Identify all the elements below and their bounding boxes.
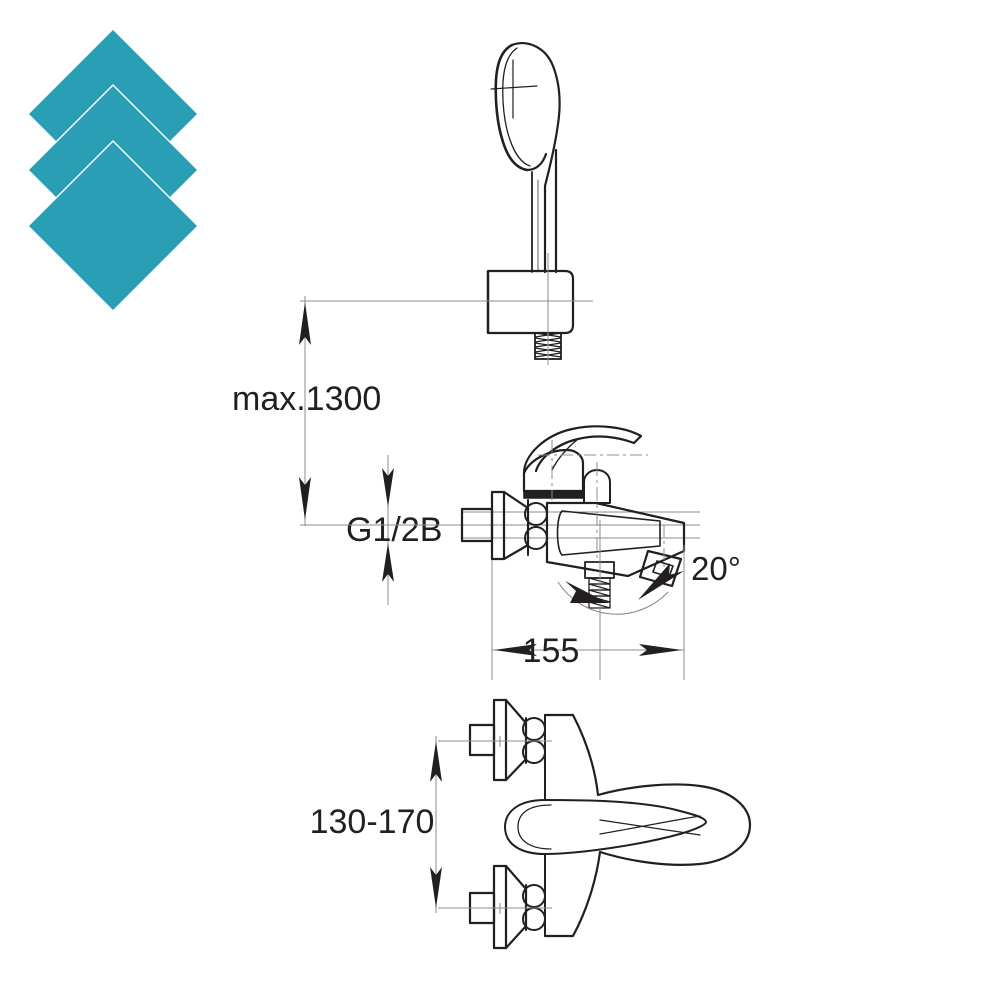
dimension-label-max-1300: max.1300 xyxy=(232,380,381,418)
shower-wall-holder xyxy=(486,269,575,335)
dimension-label-155: 155 xyxy=(523,632,580,670)
hand-shower-assembly xyxy=(490,42,561,274)
arrow-up-inner xyxy=(382,543,394,582)
dimension-130-170: 130-170 xyxy=(310,736,442,913)
arrow-down-inner xyxy=(382,468,394,507)
dimension-label-130-170: 130-170 xyxy=(310,803,435,841)
dimension-g12b: G1/2B xyxy=(346,455,442,605)
arrow-angle-right xyxy=(638,563,684,600)
chevron-diamond-logo xyxy=(29,30,197,310)
arrow-down-130-170 xyxy=(430,867,442,908)
dimension-label-20-degrees: 20° xyxy=(691,550,741,587)
arrow-left-155 xyxy=(494,644,537,656)
arrow-up xyxy=(299,302,311,345)
holder-centerlines xyxy=(300,253,593,365)
arrow-up-130-170 xyxy=(430,741,442,782)
plan-view-centerlines xyxy=(438,736,552,914)
dimension-label-g12b: G1/2B xyxy=(346,511,442,549)
dimension-max-1300: max.1300 xyxy=(232,296,381,526)
dimension-155: 155 xyxy=(492,632,684,670)
arrow-right-155 xyxy=(639,644,682,656)
arrow-down xyxy=(299,477,311,520)
arrow-angle-left xyxy=(565,581,608,603)
dimension-angle-20: 20° xyxy=(557,550,741,615)
